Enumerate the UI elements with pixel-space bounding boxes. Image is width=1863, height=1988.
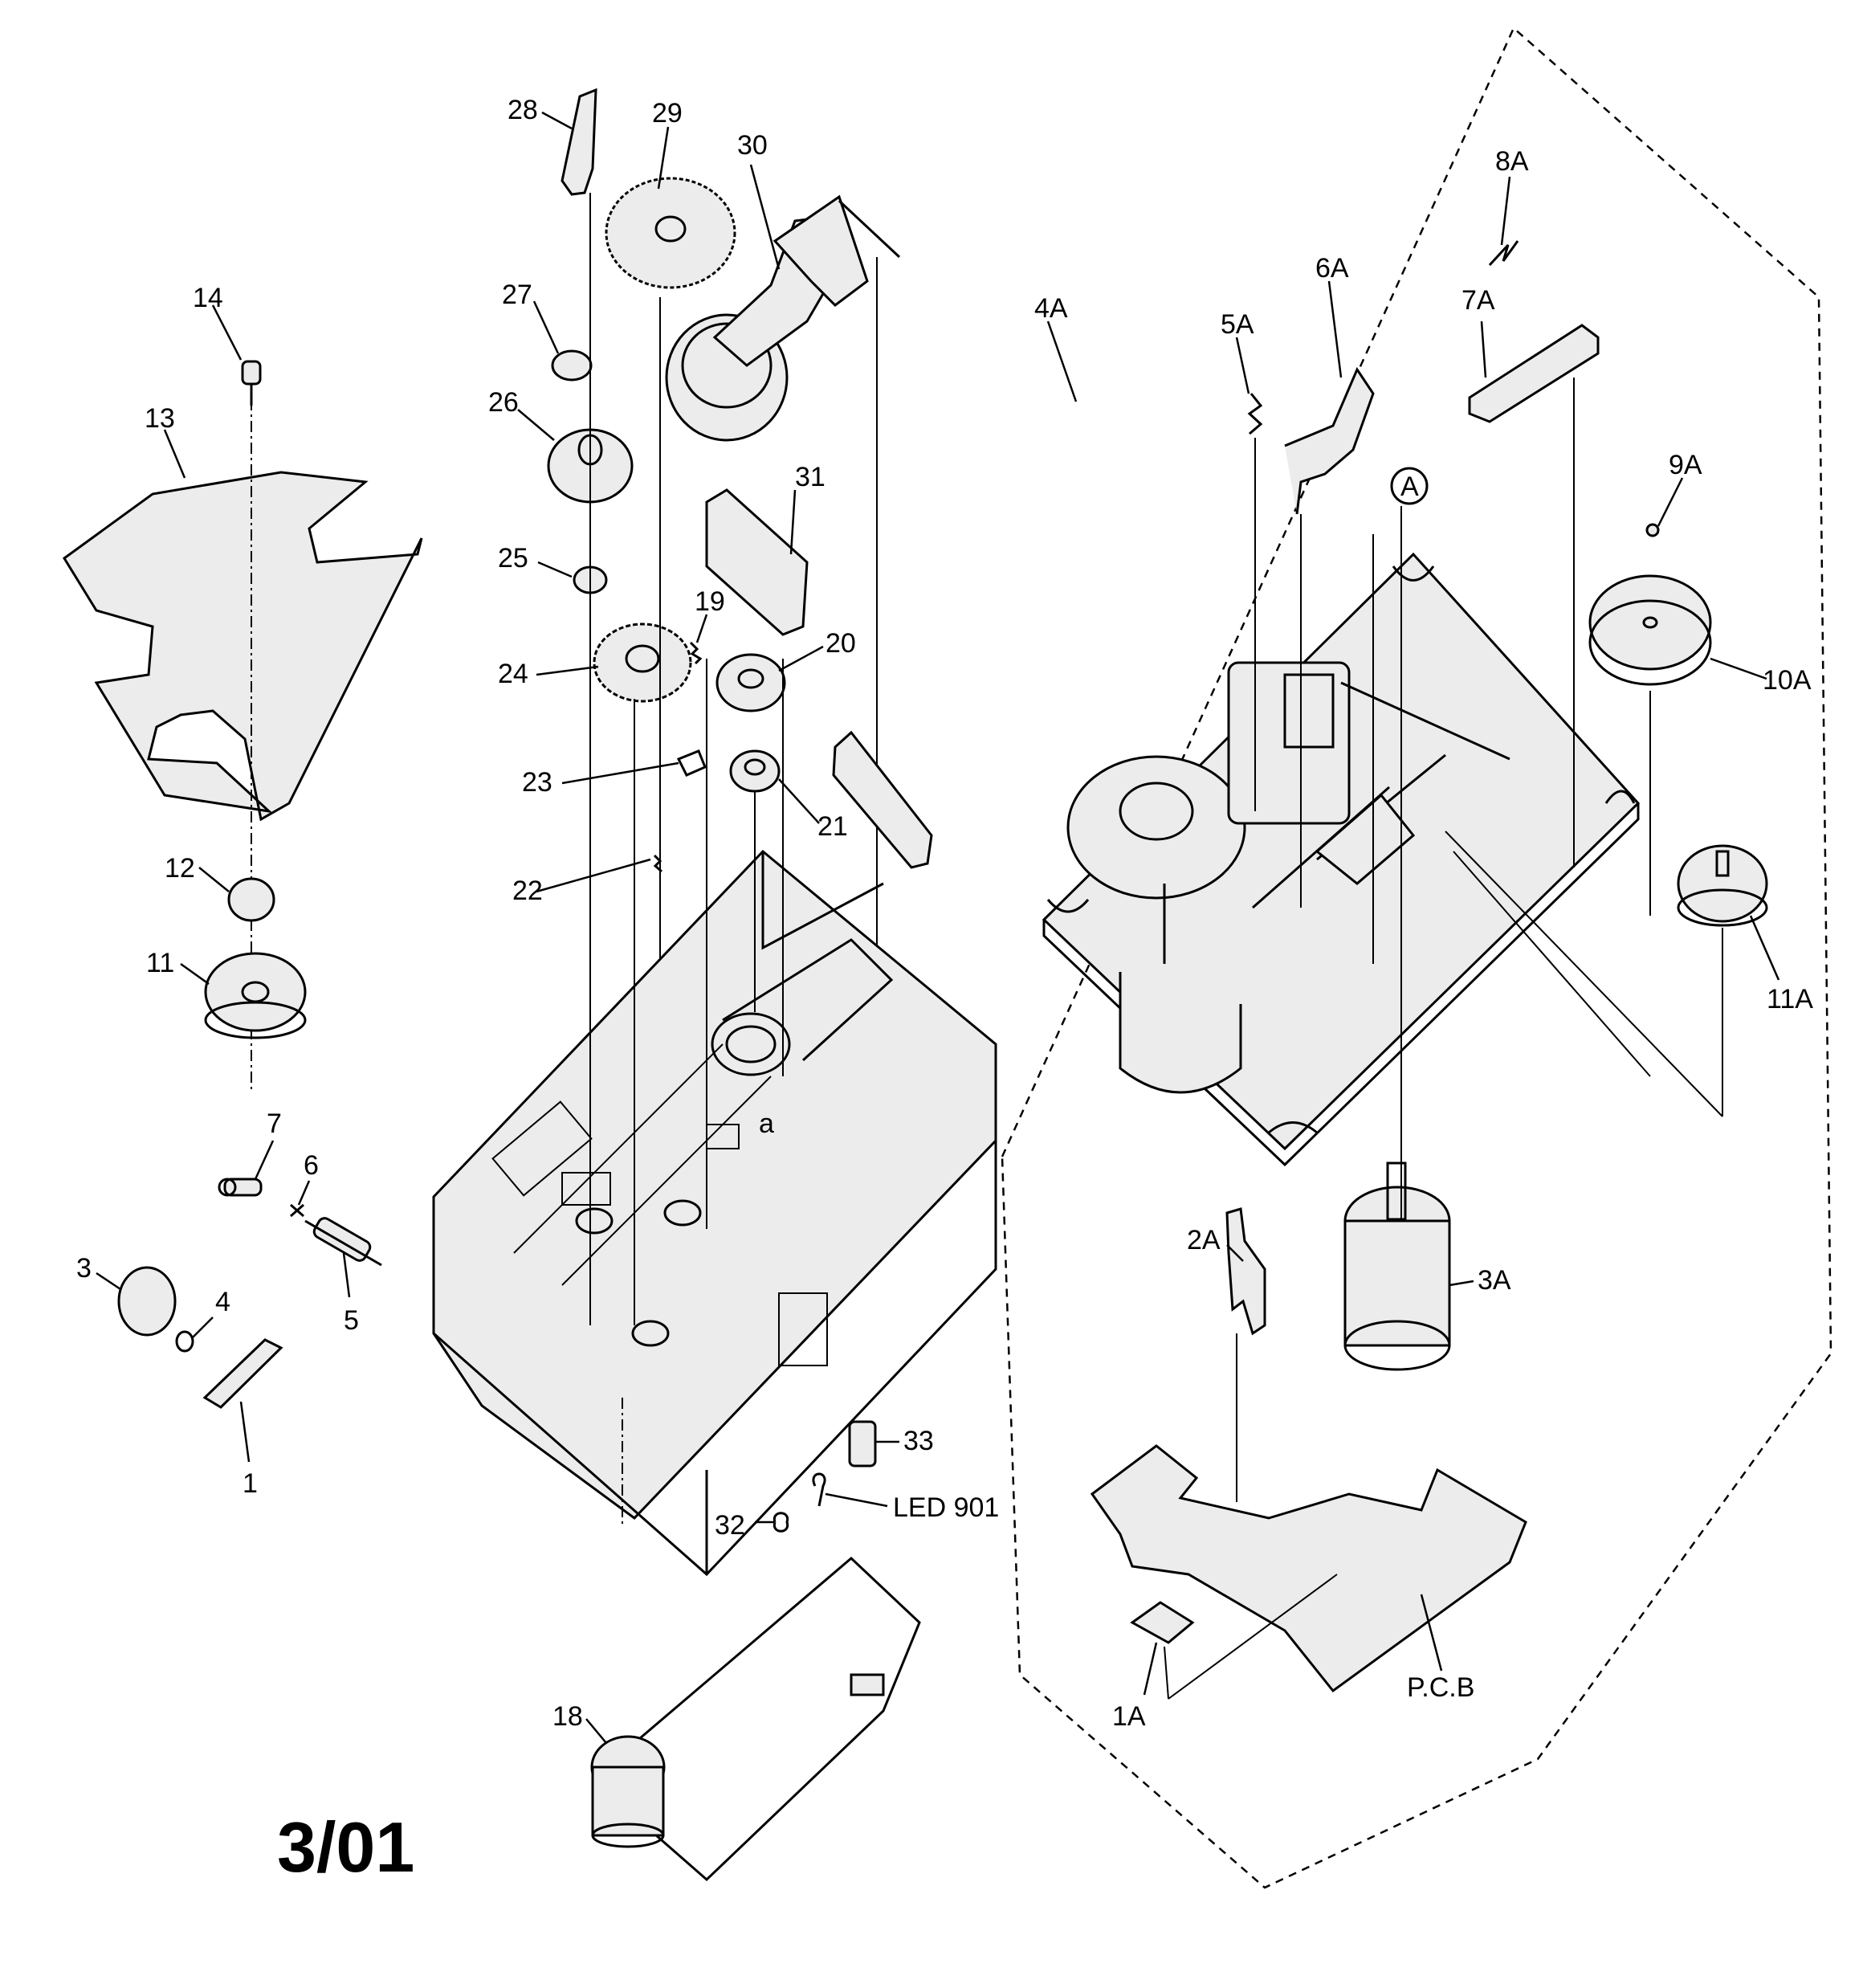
label-led901: LED 901: [893, 1492, 999, 1523]
part-5a-spring: [1247, 393, 1263, 435]
label-31: 31: [795, 462, 826, 492]
label-30: 30: [737, 130, 768, 161]
label-23: 23: [522, 767, 552, 798]
label-7: 7: [267, 1108, 282, 1139]
label-1: 1: [243, 1468, 258, 1499]
part-5-worm: [304, 1217, 382, 1267]
part-10a-gear: [1588, 574, 1712, 686]
part-plate: [832, 730, 933, 869]
part-14-screw: [241, 360, 262, 406]
label-11: 11: [146, 948, 174, 978]
label-6a: 6A: [1315, 253, 1349, 284]
part-11-gear: [204, 952, 307, 1039]
part-13-cover: [62, 471, 423, 822]
label-11a: 11A: [1767, 984, 1813, 1014]
label-22: 22: [512, 876, 543, 906]
part-8a-spring: [1488, 240, 1519, 267]
label-5: 5: [344, 1305, 359, 1336]
label-29: 29: [652, 98, 683, 129]
part-31-bracket: [705, 488, 809, 636]
part-18-motor: [590, 1735, 666, 1848]
part-24-gear: [593, 623, 692, 703]
label-26: 26: [488, 387, 519, 418]
part-1a-connector: [1130, 1601, 1195, 1644]
part-7a-rail: [1468, 324, 1600, 423]
part-1-pad: [202, 1338, 283, 1409]
part-19-spring: [689, 641, 703, 665]
label-9a: 9A: [1669, 450, 1702, 480]
part-12-bushing: [227, 877, 275, 922]
label-6: 6: [304, 1150, 319, 1181]
part-labels: 28 29 30 14 27 13 26 31 25 19 24 20 23 2…: [76, 95, 1813, 1732]
label-4: 4: [215, 1287, 230, 1317]
part-20-gear: [715, 653, 786, 712]
assembly-boundary: [1001, 26, 1832, 1889]
part-30-arm: [665, 194, 901, 442]
diagram-code: 3/01: [277, 1807, 414, 1887]
label-12: 12: [165, 853, 195, 884]
label-8a: 8A: [1495, 146, 1529, 177]
label-7a: 7A: [1461, 285, 1495, 316]
part-3-knob: [117, 1266, 177, 1337]
guide-10a: [1453, 851, 1651, 1077]
label-25: 25: [498, 543, 528, 574]
label-5a: 5A: [1221, 309, 1254, 340]
part-22-spring: [653, 854, 662, 873]
part-33-connector: [848, 1420, 877, 1468]
label-chassis-mark: a: [759, 1108, 774, 1139]
part-6a-lever: [1284, 366, 1375, 515]
label-19: 19: [695, 586, 725, 617]
label-circle-a: A: [1400, 471, 1419, 502]
chassis-frame: [432, 849, 997, 1577]
pcb-connector: [850, 1673, 885, 1696]
label-18: 18: [552, 1701, 583, 1732]
part-21-bushing: [729, 749, 781, 793]
label-20: 20: [826, 628, 856, 659]
part-led901: [812, 1472, 826, 1507]
part-11a-gear: [1677, 844, 1768, 927]
part-23-pin: [676, 749, 707, 777]
label-24: 24: [498, 659, 528, 689]
label-3a: 3A: [1478, 1265, 1511, 1296]
part-2a-switch: [1225, 1207, 1266, 1336]
marker-a-circle: [1390, 467, 1429, 505]
part-pcb-lower: [1090, 1444, 1527, 1693]
label-4a: 4A: [1034, 293, 1068, 324]
label-32: 32: [715, 1510, 745, 1541]
part-3a-motor: [1343, 1161, 1451, 1371]
leader-lines: [96, 111, 1780, 1744]
part-4a-mechanism-plate: [1042, 552, 1641, 1167]
guide-1a: [1164, 1646, 1169, 1700]
guide-11a: [1445, 831, 1723, 1117]
label-3: 3: [76, 1253, 92, 1284]
part-27-bushing: [551, 349, 593, 382]
label-21: 21: [817, 811, 848, 842]
label-27: 27: [502, 280, 532, 310]
part-32-clip: [773, 1512, 789, 1533]
label-pcb: P.C.B: [1407, 1672, 1474, 1703]
label-10a: 10A: [1763, 665, 1812, 696]
label-14: 14: [193, 283, 223, 313]
part-7-shaft: [218, 1178, 263, 1197]
label-28: 28: [508, 95, 538, 125]
part-29-gear: [605, 177, 736, 289]
part-4-washer: [175, 1330, 194, 1353]
label-13: 13: [145, 403, 175, 434]
part-6-clip: [290, 1203, 304, 1218]
guide-1a2: [1168, 1574, 1338, 1700]
part-9a-bushing: [1645, 523, 1660, 537]
part-28-handle: [561, 88, 597, 196]
label-2a: 2A: [1187, 1225, 1221, 1255]
label-1a: 1A: [1112, 1701, 1146, 1732]
label-33: 33: [903, 1426, 934, 1456]
